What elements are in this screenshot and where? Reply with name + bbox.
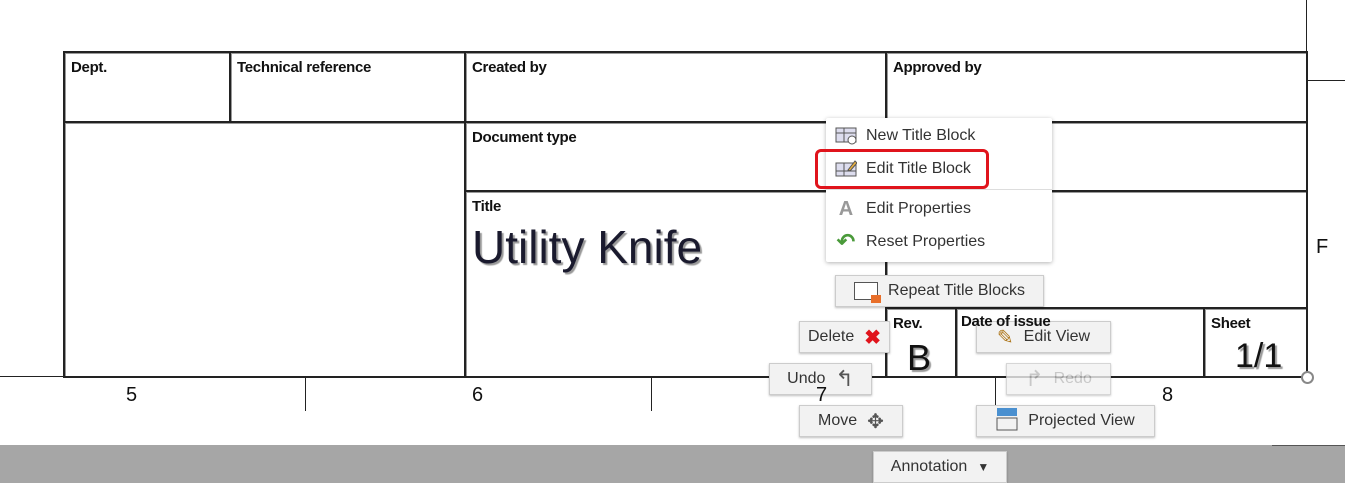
date-of-issue-label: Date of issue xyxy=(961,313,1051,330)
rev-label: Rev. xyxy=(893,315,923,332)
title-label: Title xyxy=(472,198,502,215)
projected-view-icon xyxy=(996,407,1018,436)
button-label: Annotation xyxy=(890,458,968,475)
border-line xyxy=(0,376,63,377)
edit-view-icon: ✎ xyxy=(996,326,1014,349)
context-menu: New Title Block Edit Title Block A Edit … xyxy=(815,118,1052,262)
zone-7: 7 xyxy=(816,384,828,406)
chevron-down-icon: ▼ xyxy=(977,460,990,474)
document-type-label: Document type xyxy=(472,129,577,146)
reset-arrow-icon: ↶ xyxy=(836,229,856,254)
zone-8: 8 xyxy=(1162,384,1174,406)
new-title-block-icon xyxy=(834,126,858,146)
border-line xyxy=(1307,80,1345,81)
button-label: Redo xyxy=(1053,370,1092,387)
undo-icon: ↰ xyxy=(835,366,854,391)
menu-divider xyxy=(826,189,1052,190)
edit-title-block-icon xyxy=(834,159,858,179)
created-by-cell: Created by xyxy=(464,51,887,123)
menu-item-label: Reset Properties xyxy=(866,233,986,250)
technical-reference-cell: Technical reference xyxy=(229,51,466,123)
zone-tick xyxy=(995,377,996,411)
sheet-label: Sheet xyxy=(1211,315,1251,332)
menu-item-label: Edit Title Block xyxy=(866,160,971,177)
zone-5: 5 xyxy=(126,384,138,406)
menu-item-new-title-block[interactable]: New Title Block xyxy=(834,122,975,150)
title-value: Utility Knife xyxy=(472,221,703,273)
bottom-toolbar xyxy=(0,445,1345,483)
created-by-label: Created by xyxy=(472,59,547,76)
dept-cell: Dept. xyxy=(63,51,231,123)
approved-by-cell: Approved by xyxy=(885,51,1308,123)
repeat-title-blocks-button[interactable]: Repeat Title Blocks xyxy=(835,275,1044,307)
button-label: Undo xyxy=(787,370,826,387)
button-label: Edit View xyxy=(1023,328,1091,345)
dept-label: Dept. xyxy=(71,59,108,76)
rev-value: B xyxy=(907,337,932,378)
menu-item-edit-title-block[interactable]: Edit Title Block xyxy=(834,155,971,183)
border-line xyxy=(1272,445,1345,446)
rev-cell: Rev. B xyxy=(885,307,957,378)
move-button[interactable]: Move ✥ xyxy=(799,405,903,437)
sheet-value: 1/1 xyxy=(1235,337,1283,375)
delete-x-icon: ✖ xyxy=(864,326,881,349)
button-label: Move xyxy=(818,412,858,429)
undo-button[interactable]: Undo ↰ xyxy=(769,363,872,395)
projected-view-button[interactable]: Projected View xyxy=(976,405,1155,437)
text-a-icon: A xyxy=(838,197,854,220)
annotation-dropdown[interactable]: Annotation ▼ xyxy=(873,451,1007,483)
button-label: Delete xyxy=(807,328,855,345)
button-label: Repeat Title Blocks xyxy=(888,282,1025,299)
move-arrows-icon: ✥ xyxy=(867,410,884,433)
menu-item-label: Edit Properties xyxy=(866,200,971,217)
menu-item-reset-properties[interactable]: ↶ Reset Properties xyxy=(834,228,985,256)
button-label: Projected View xyxy=(1028,412,1135,429)
repeat-icon xyxy=(854,282,882,303)
zone-tick xyxy=(651,377,652,411)
border-line xyxy=(1306,0,1307,51)
highlight-box xyxy=(815,149,989,189)
zone-6: 6 xyxy=(472,384,484,406)
redo-button[interactable]: ↱ Redo xyxy=(1006,363,1111,395)
zone-f: F xyxy=(1316,236,1329,258)
empty-cell xyxy=(63,121,466,378)
zone-tick xyxy=(305,377,306,411)
resize-handle[interactable] xyxy=(1301,371,1314,384)
menu-item-edit-properties[interactable]: A Edit Properties xyxy=(834,195,971,223)
edit-view-button[interactable]: ✎ Edit View xyxy=(976,321,1111,353)
menu-item-label: New Title Block xyxy=(866,127,976,144)
delete-button[interactable]: Delete ✖ xyxy=(799,321,890,353)
approved-by-label: Approved by xyxy=(893,59,982,76)
sheet-cell: Sheet 1/1 xyxy=(1203,307,1308,378)
technical-reference-label: Technical reference xyxy=(237,59,372,76)
redo-icon: ↱ xyxy=(1025,366,1044,391)
